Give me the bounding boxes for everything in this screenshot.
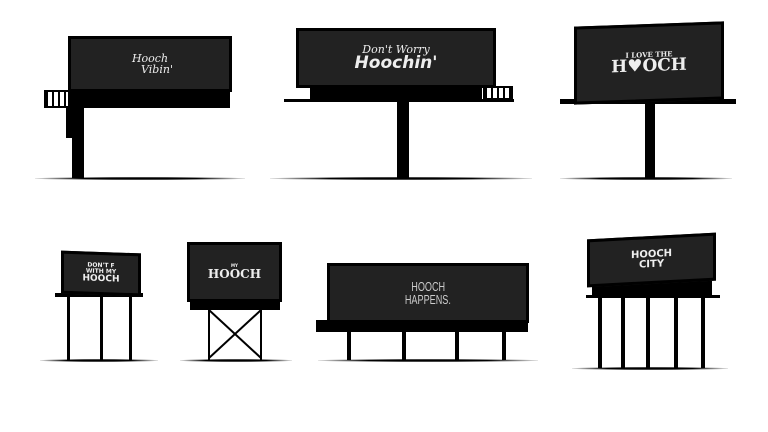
billboard-leg xyxy=(598,297,602,368)
catwalk xyxy=(44,90,70,108)
ground-shadow xyxy=(35,177,245,180)
billboard-base xyxy=(70,90,230,108)
ground-shadow xyxy=(270,177,532,180)
billboard-leg xyxy=(502,330,506,360)
billboard-base xyxy=(316,320,528,332)
billboard-panel: MY HOOCH xyxy=(187,242,282,302)
billboard-text: CITY xyxy=(638,258,665,271)
ground-shadow xyxy=(40,359,158,362)
billboard-base xyxy=(310,86,482,100)
billboard-panel: HOOCH CITY xyxy=(587,232,716,288)
billboard-text: H♥OCH xyxy=(611,54,687,78)
ground-shadow xyxy=(318,359,538,362)
billboard-leg xyxy=(67,296,70,360)
billboard-panel: Don't Worry Hoochin' xyxy=(296,28,496,88)
ground-shadow xyxy=(572,367,728,370)
billboard-text: Don't Worry xyxy=(362,43,430,56)
cross-brace-frame xyxy=(208,308,262,360)
catwalk-rail xyxy=(483,86,513,100)
billboard-leg xyxy=(402,330,406,360)
billboard-pole xyxy=(645,103,655,178)
billboard-leg xyxy=(129,296,132,360)
billboard-leg xyxy=(347,330,351,360)
billboard-panel: I LOVE THE H♥OCH xyxy=(574,21,724,105)
billboard-text: HOOCH xyxy=(411,279,445,294)
billboard-text: Hooch xyxy=(131,52,169,65)
billboard-text: HAPPENS. xyxy=(404,292,452,307)
billboard-leg xyxy=(455,330,459,360)
ground-shadow xyxy=(180,359,292,362)
billboard-text: MY xyxy=(231,263,238,268)
billboard-panel: DON'T F WITH MY HOOCH xyxy=(61,250,141,297)
billboard-text: HOOCH xyxy=(207,267,262,281)
billboard-pole xyxy=(397,100,409,178)
billboard-text: HOOCH xyxy=(82,273,120,285)
billboard-text: Vibin' xyxy=(141,63,173,76)
billboard-pole xyxy=(72,106,84,178)
billboard-base xyxy=(55,293,143,297)
billboard-leg xyxy=(621,297,625,368)
ladder xyxy=(66,108,72,138)
ground-shadow xyxy=(560,177,732,180)
billboard-leg xyxy=(674,297,678,368)
billboard-leg xyxy=(646,297,650,368)
billboard-panel: Hooch Vibin' xyxy=(68,36,232,92)
billboard-panel: HOOCH HAPPENS. xyxy=(327,263,529,323)
catwalk xyxy=(586,295,720,298)
billboard-text: Hoochin' xyxy=(354,53,438,73)
billboard-leg xyxy=(100,296,103,360)
billboard-base xyxy=(190,300,280,310)
billboard-leg xyxy=(701,297,705,368)
